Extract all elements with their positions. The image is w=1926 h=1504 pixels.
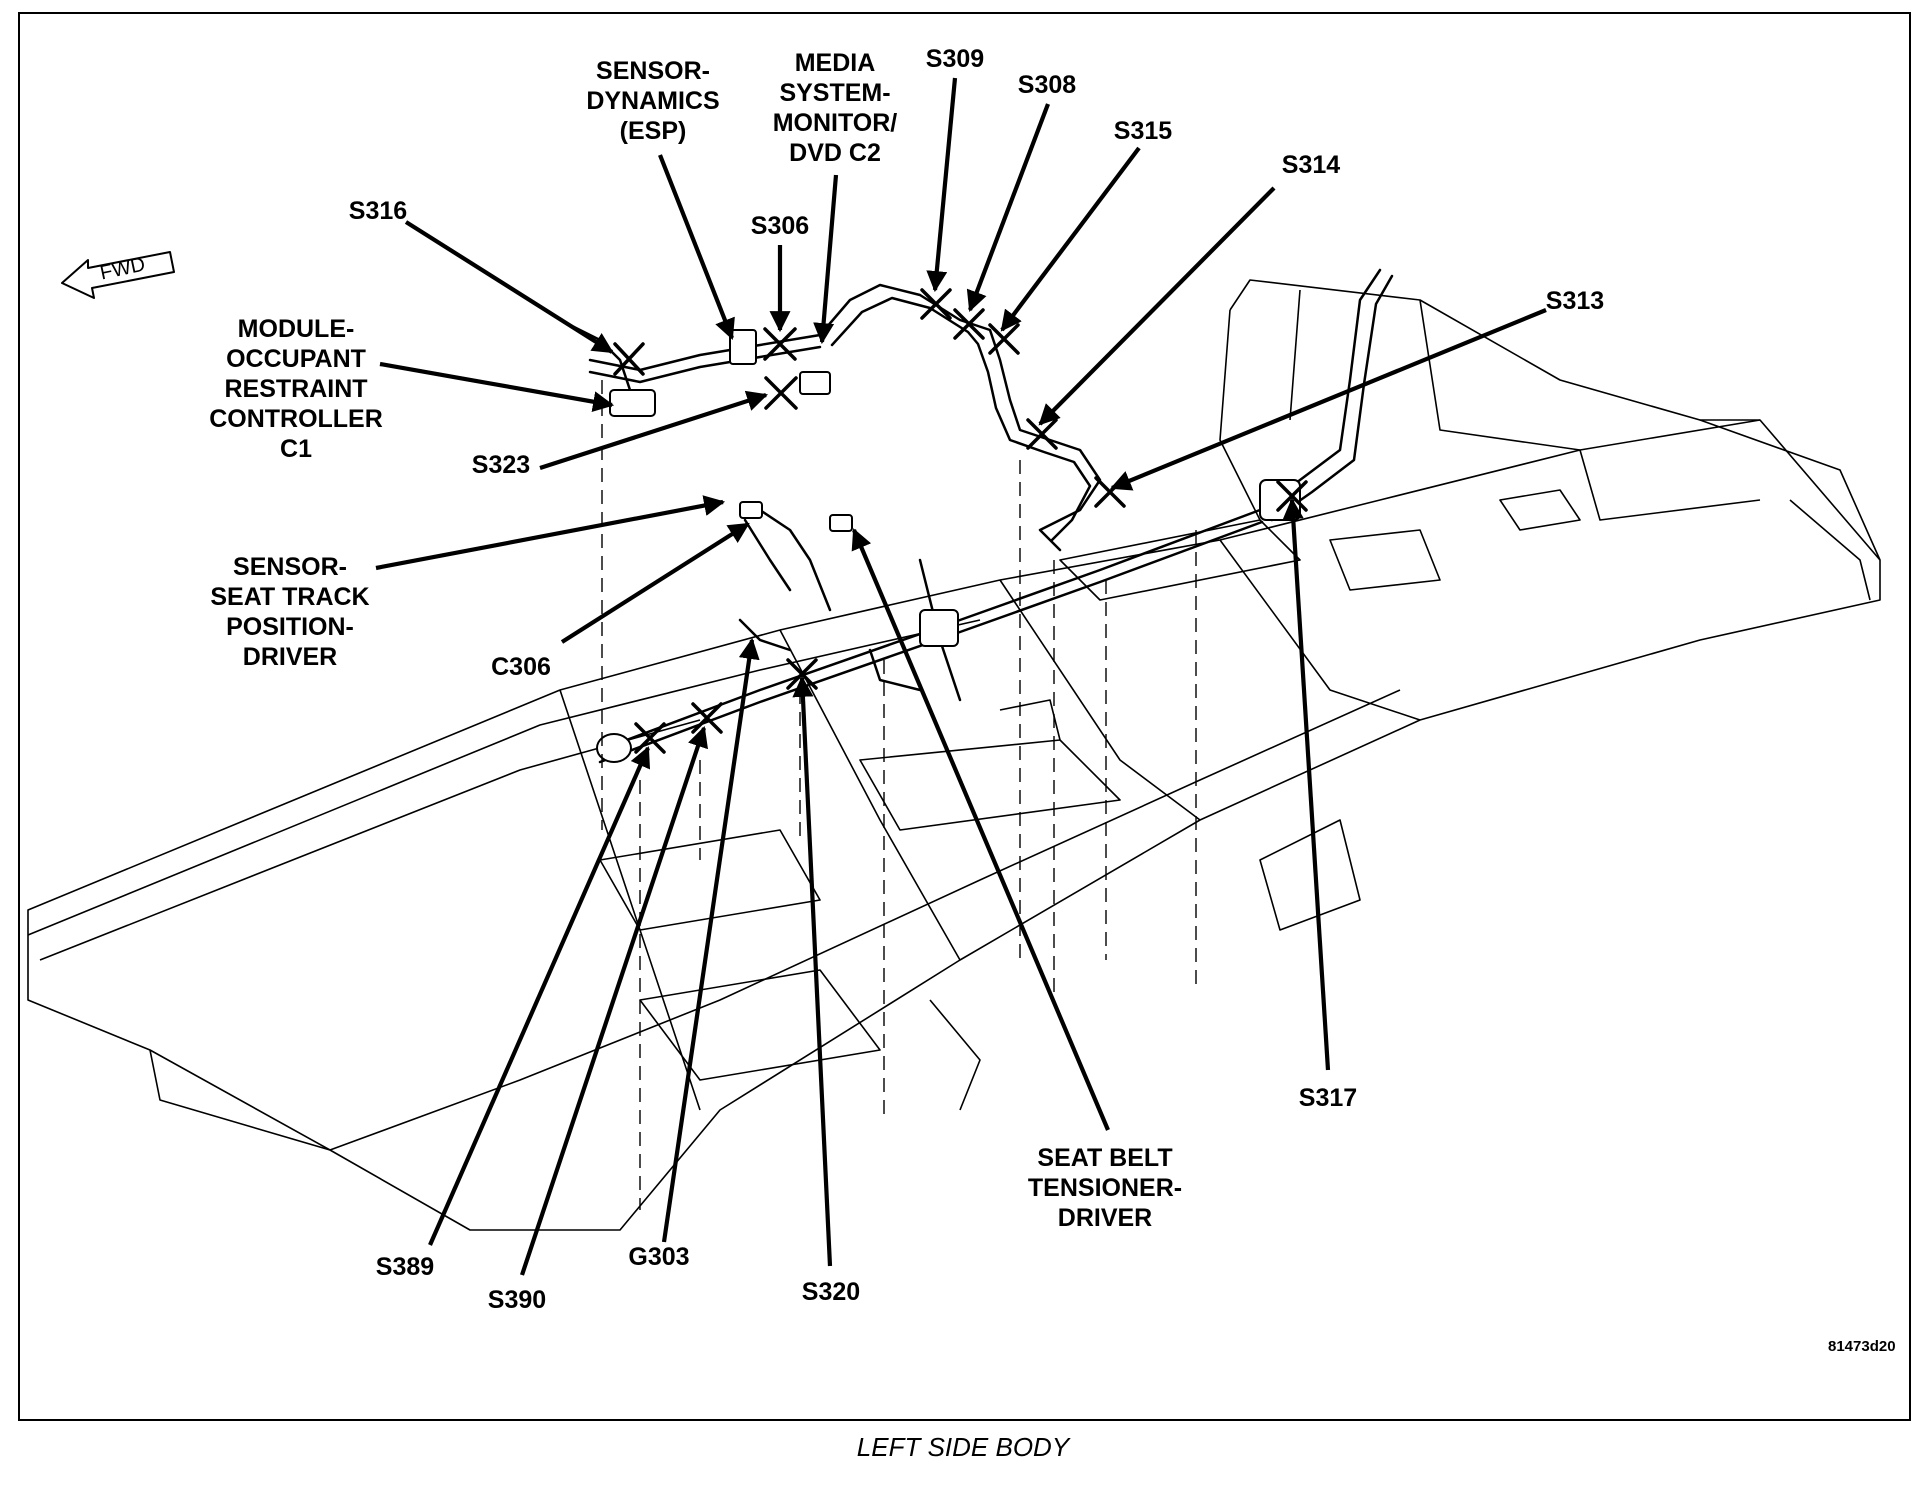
label-sensor-seat-track: SENSOR- SEAT TRACK POSITION- DRIVER xyxy=(210,553,370,671)
label-seat-belt-tensioner: SEAT BELT TENSIONER- DRIVER xyxy=(1027,1144,1183,1232)
label-module-occupant: MODULE- OCCUPANT RESTRAINT CONTROLLER C1 xyxy=(209,315,383,463)
label-c306: C306 xyxy=(491,653,551,681)
callout-leaders xyxy=(375,77,1547,1276)
label-s323: S323 xyxy=(471,451,531,479)
diagram-caption: LEFT SIDE BODY xyxy=(856,1432,1070,1462)
label-s313: S313 xyxy=(1545,287,1605,315)
label-s317: S317 xyxy=(1298,1084,1358,1112)
splice-markers xyxy=(613,288,1308,754)
label-s390: S390 xyxy=(487,1286,547,1314)
label-g303: G303 xyxy=(628,1243,690,1271)
label-s308: S308 xyxy=(1017,71,1077,99)
vehicle-body-floor xyxy=(27,279,1881,1231)
label-media-system-monitor: MEDIA SYSTEM- MONITOR/ DVD C2 xyxy=(772,49,898,167)
label-s314: S314 xyxy=(1281,151,1341,179)
label-sensor-dynamics: SENSOR- DYNAMICS (ESP) xyxy=(586,57,720,145)
label-s309: S309 xyxy=(925,45,985,73)
label-s306: S306 xyxy=(750,212,810,240)
label-s316: S316 xyxy=(348,197,408,225)
fwd-arrow-icon xyxy=(61,251,175,299)
diagram-frame xyxy=(18,12,1911,1421)
mounting-drop-lines xyxy=(601,380,1197,1210)
label-s320: S320 xyxy=(801,1278,861,1306)
reference-id: 81473d20 xyxy=(1828,1338,1896,1355)
label-s315: S315 xyxy=(1113,117,1173,145)
label-s389: S389 xyxy=(375,1253,435,1281)
